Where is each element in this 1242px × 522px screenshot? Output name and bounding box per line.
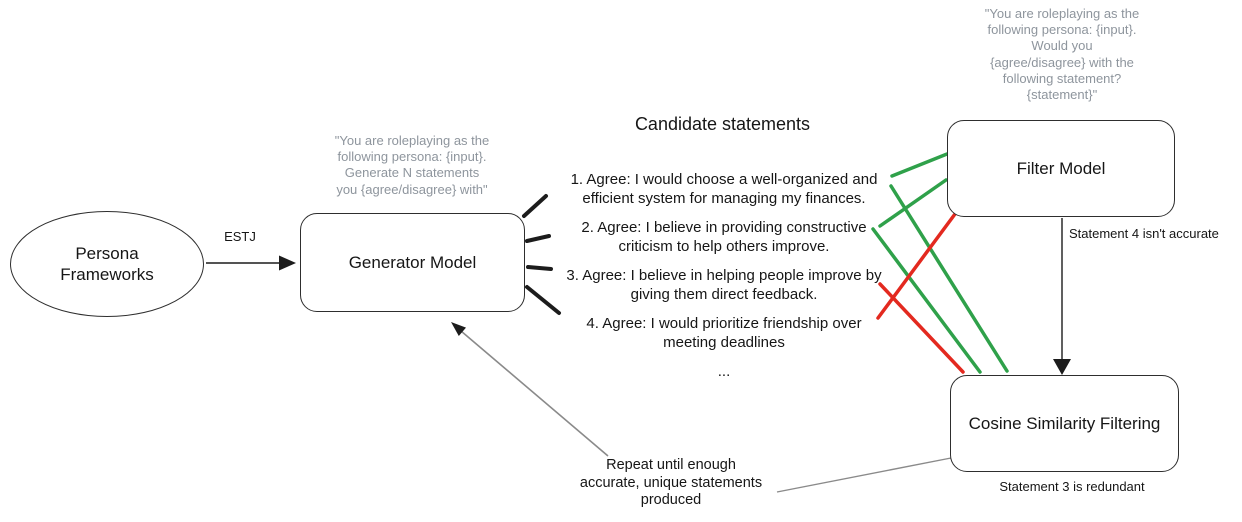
edge-persona-to-generator-arrowhead bbox=[279, 255, 296, 271]
filter-model-prompt: "You are roleplaying as the following pe… bbox=[984, 6, 1140, 103]
edge-cosine-to-repeat-note bbox=[776, 457, 952, 493]
estj-edge-label: ESTJ bbox=[224, 229, 256, 244]
candidate-statements-ellipsis: ... bbox=[717, 363, 731, 380]
statement4-note: Statement 4 isn't accurate bbox=[1069, 226, 1219, 241]
generator-model-prompt: "You are roleplaying as the following pe… bbox=[334, 133, 490, 197]
candidate-statement-3: 3. Agree: I believe in helping people im… bbox=[566, 267, 882, 303]
edge-repeat-note-to-generator-arrowhead bbox=[451, 322, 466, 336]
tick-generator-to-statement-1 bbox=[522, 194, 548, 218]
candidate-statement-4: 4. Agree: I would prioritize friendship … bbox=[586, 315, 862, 351]
candidate-statement-2: 2. Agree: I believe in providing constru… bbox=[581, 219, 867, 255]
candidate-statement-1: 1. Agree: I would choose a well-organize… bbox=[570, 171, 878, 207]
repeat-loop-note: Repeat until enough accurate, unique sta… bbox=[579, 457, 763, 508]
tick-generator-to-statement-2 bbox=[525, 234, 551, 243]
filter-model-label: Filter Model bbox=[1016, 159, 1106, 178]
node-filter-model: Filter Model bbox=[947, 120, 1175, 217]
statement3-note: Statement 3 is redundant bbox=[999, 479, 1145, 494]
node-persona-frameworks: Persona Frameworks bbox=[10, 211, 204, 317]
edge-filter-to-cosine-arrowhead bbox=[1053, 359, 1071, 375]
cosine-similarity-filtering-label: Cosine Similarity Filtering bbox=[968, 414, 1161, 433]
persona-frameworks-label: Persona Frameworks bbox=[60, 244, 154, 284]
edge-statement1-to-filter-green bbox=[890, 152, 949, 178]
node-cosine-similarity-filtering: Cosine Similarity Filtering bbox=[950, 375, 1179, 472]
candidate-statements-title: Candidate statements bbox=[634, 114, 811, 134]
node-generator-model: Generator Model bbox=[300, 213, 525, 312]
candidate-statements-list: 1. Agree: I would choose a well-organize… bbox=[548, 170, 900, 381]
generator-model-label: Generator Model bbox=[348, 253, 477, 272]
